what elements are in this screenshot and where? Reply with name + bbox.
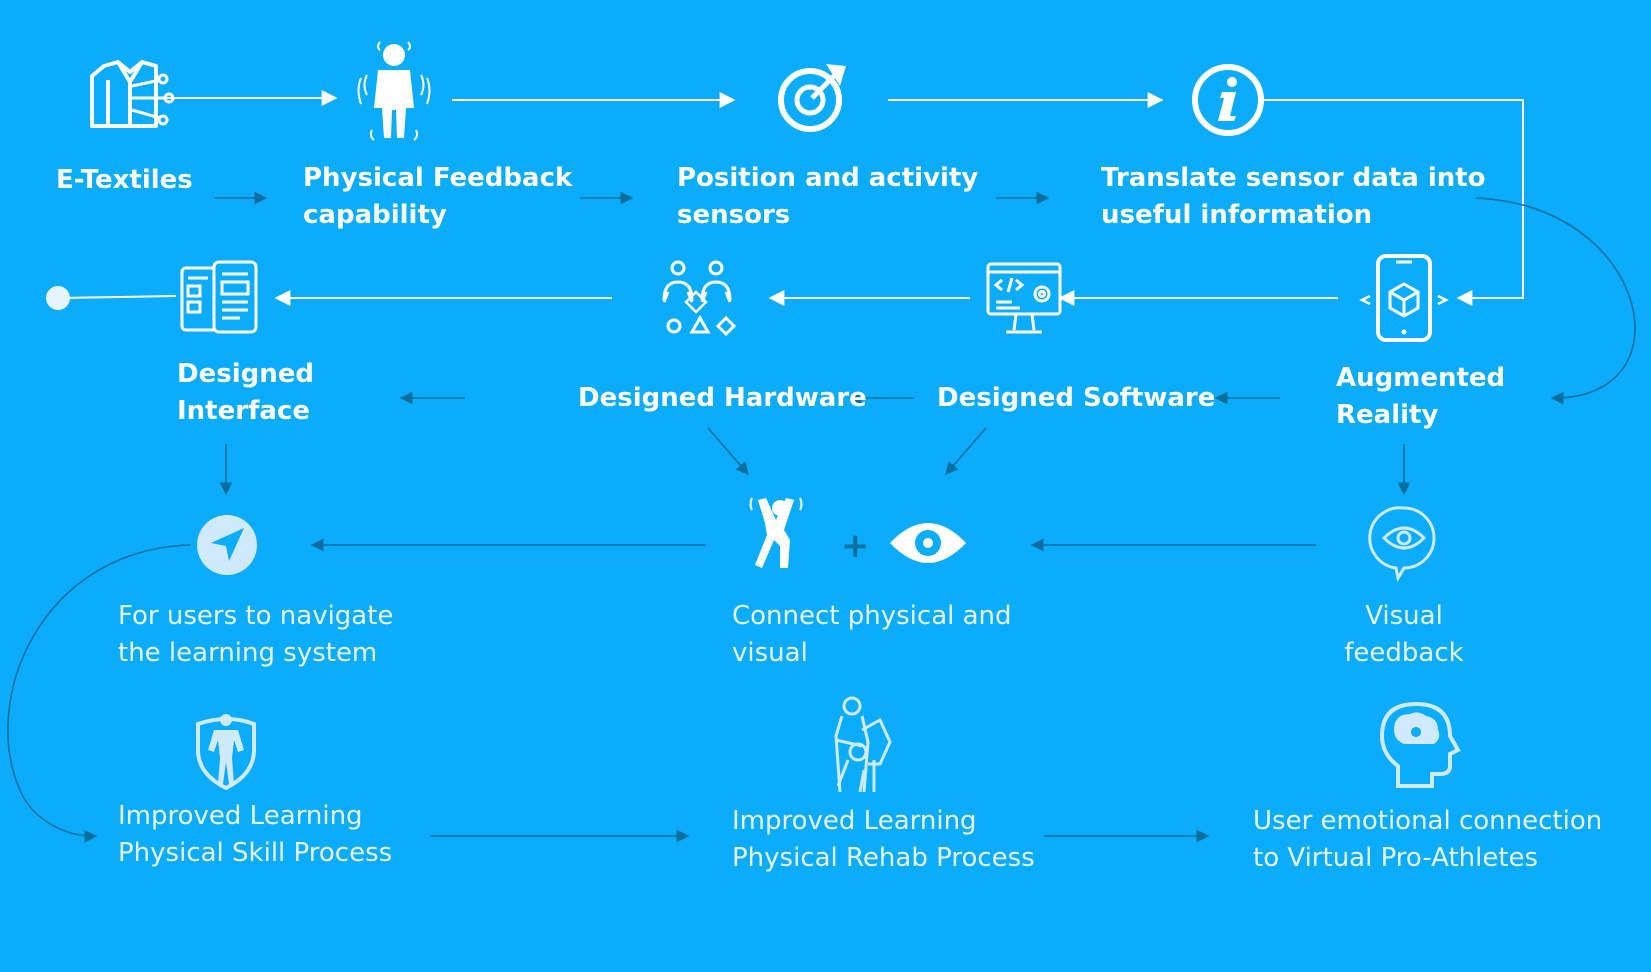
arrow-curve-translate-to-ar (1475, 197, 1636, 405)
e-textile-shirt-icon (90, 60, 175, 128)
plus-sign: + (841, 526, 870, 566)
rehab-icon (834, 696, 892, 793)
eye-bubble-icon (1368, 506, 1436, 583)
node-label-augmented-reality: Augmented Reality (1336, 363, 1506, 430)
node-label-physical-feedback: Physical Feedback capability (303, 163, 573, 230)
info-icon (1192, 64, 1264, 136)
vibrating-body-icon (357, 41, 431, 141)
code-monitor-icon (986, 262, 1062, 334)
node-label-visual-feedback: Visual feedback (1344, 601, 1464, 668)
target-sensor-icon (778, 64, 846, 132)
node-label-designed-interface: Designed Interface (177, 359, 314, 426)
node-label-translate-data: Translate sensor data into useful inform… (1101, 163, 1486, 230)
arrow-hardware-to-connect (707, 427, 749, 475)
navigation-arrow-icon (197, 515, 257, 575)
node-label-designed-hardware: Designed Hardware (578, 383, 867, 413)
brain-head-icon (1379, 701, 1461, 788)
node-label-navigate: For users to navigate the learning syste… (118, 601, 394, 668)
flow-start-dot (46, 286, 70, 310)
node-label-etextiles: E-Textiles (56, 165, 193, 195)
node-label-skill-process: Improved Learning Physical Skill Process (118, 801, 393, 868)
node-label-rehab-process: Improved Learning Physical Rehab Process (732, 806, 1035, 873)
interface-end-line (57, 295, 177, 299)
node-label-connect: Connect physical and visual (732, 601, 1012, 668)
arrow-software-to-connect (945, 427, 987, 475)
person-plus-eye-icon (749, 497, 966, 568)
devices-interface-icon (180, 260, 258, 334)
node-label-position-sensors: Position and activity sensors (677, 163, 979, 230)
node-label-designed-software: Designed Software (937, 383, 1216, 413)
wearable-people-icon (662, 260, 737, 337)
athlete-shield-icon (196, 714, 256, 791)
node-label-emotional-connection: User emotional connection to Virtual Pro… (1253, 806, 1603, 873)
arrow-translate-to-ar (1262, 99, 1524, 306)
arrow-curve-navigate-to-skill (7, 544, 191, 843)
ar-phone-icon (1359, 254, 1449, 342)
